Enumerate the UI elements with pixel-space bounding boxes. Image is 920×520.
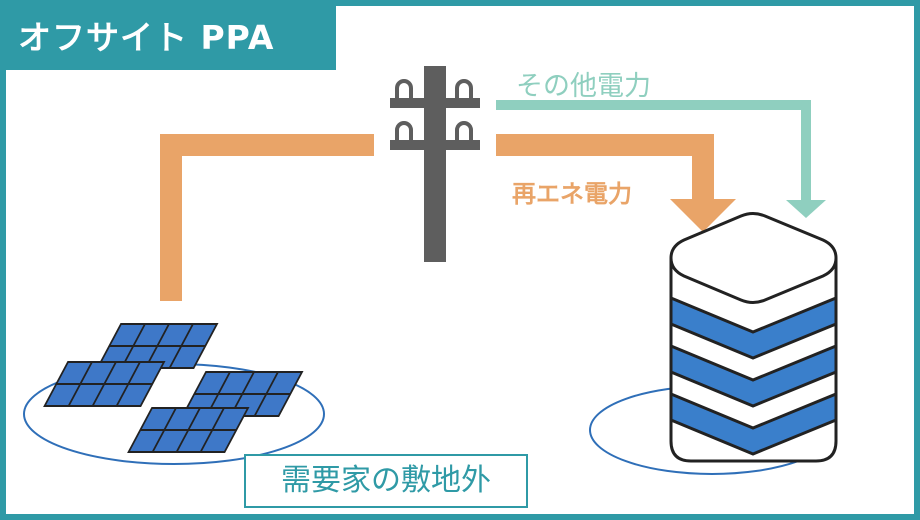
renewable-arrowhead (670, 199, 736, 232)
outside-site-label: 需要家の敷地外 (244, 454, 528, 508)
diagram-graphics (23, 66, 838, 475)
renewable-power-label: 再エネ電力 (512, 180, 632, 208)
building-icon (669, 212, 838, 463)
other-power-label: その他電力 (516, 71, 651, 102)
page-title: オフサイト PPA (6, 6, 336, 70)
utility-pole-icon (390, 66, 480, 262)
renewable-arrow-out (496, 134, 714, 201)
solar-panel-icon (43, 323, 304, 453)
other-power-arrow (496, 100, 811, 202)
renewable-arrow-in (160, 134, 374, 301)
other-power-arrowhead (786, 200, 826, 218)
